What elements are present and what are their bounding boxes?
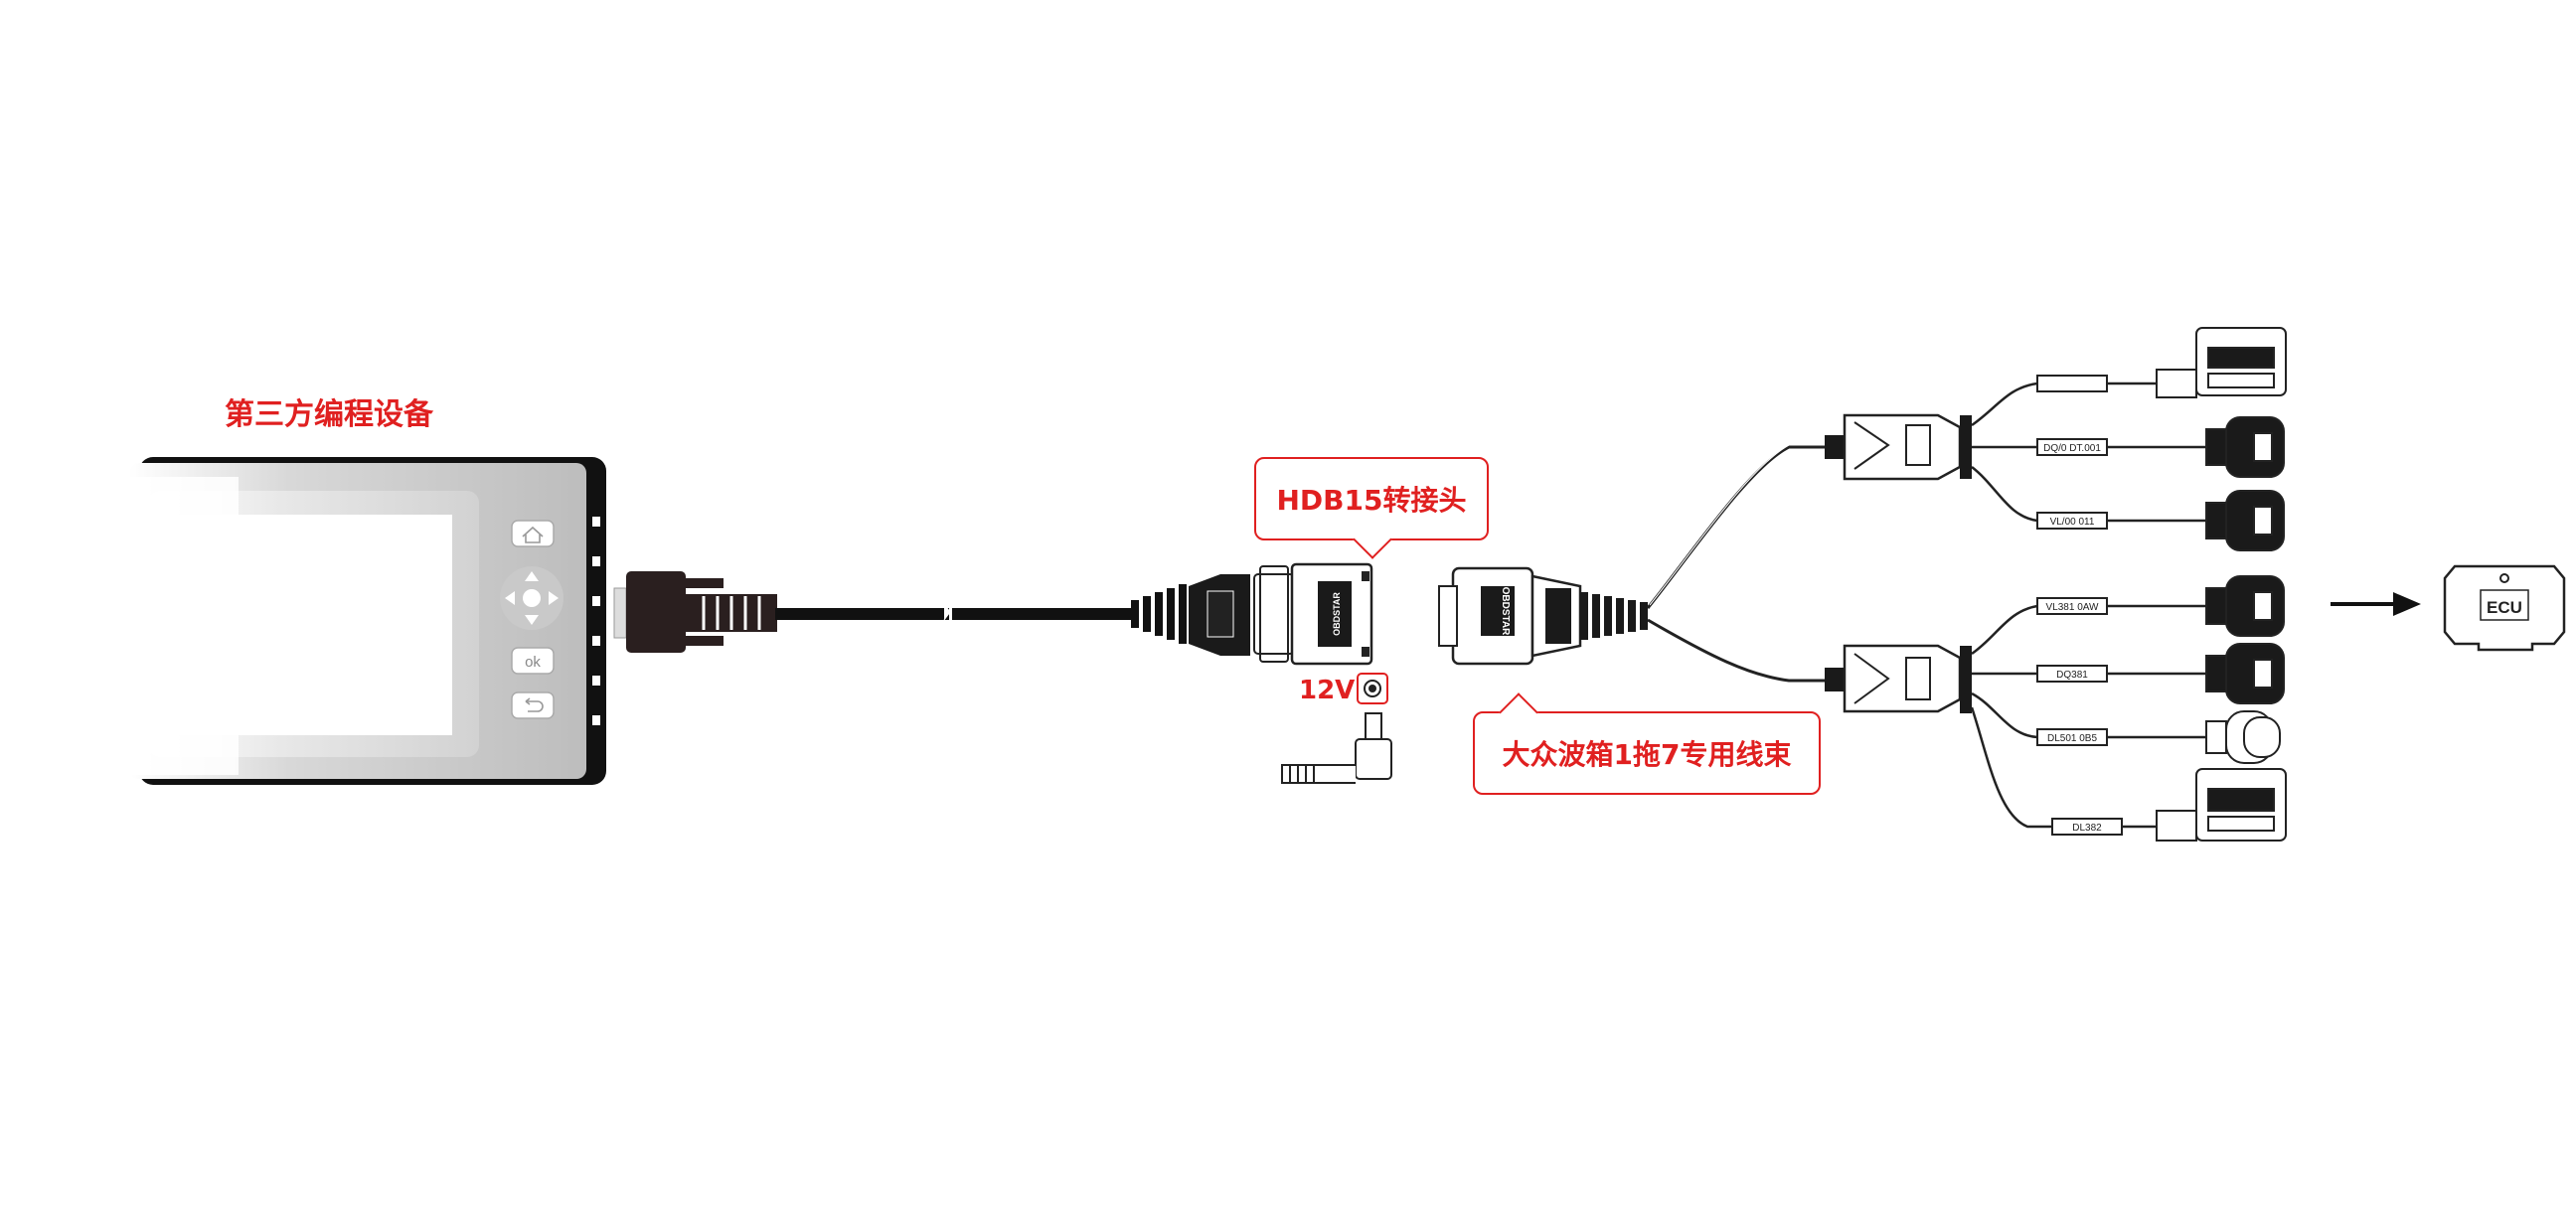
svg-text:DQ/0 DT.001: DQ/0 DT.001 bbox=[2043, 443, 2101, 454]
adapter-brand: OBDSTAR bbox=[1332, 592, 1342, 636]
back-button[interactable] bbox=[511, 691, 555, 719]
harness-connector: OBDSTAR bbox=[1438, 566, 1648, 666]
arrow-icon bbox=[2331, 592, 2421, 616]
connector-brand: OBDSTAR bbox=[1500, 587, 1511, 636]
dpad[interactable] bbox=[500, 566, 564, 630]
programming-device: ok bbox=[119, 457, 606, 785]
ecu-icon: ECU bbox=[2443, 564, 2566, 652]
power-plug bbox=[1281, 712, 1392, 784]
harness-cables bbox=[1646, 443, 1829, 683]
upper-splitter bbox=[1825, 413, 1972, 481]
harness-callout: 大众波箱1拖7专用线束 bbox=[1473, 692, 1821, 795]
lower-splitter bbox=[1825, 644, 1972, 713]
adapter-label: HDB15转接头 bbox=[1276, 484, 1467, 517]
svg-text:DQ381: DQ381 bbox=[2056, 670, 2088, 681]
device-label: 第三方编程设备 bbox=[225, 397, 433, 432]
hdb15-adapter: OBDSTAR bbox=[1253, 562, 1392, 784]
device-cable bbox=[613, 571, 1250, 656]
end-connectors bbox=[2156, 327, 2287, 842]
adapter-callout: HDB15转接头 bbox=[1254, 457, 1489, 559]
back-icon bbox=[525, 697, 544, 712]
branch-tags: DQ/0 DT.001 VL/00 011 VL381 0AW DQ381 DL… bbox=[2036, 375, 2123, 836]
svg-text:ok: ok bbox=[525, 654, 541, 671]
svg-text:VL/00 011: VL/00 011 bbox=[2050, 517, 2095, 528]
svg-text:DL382: DL382 bbox=[2072, 823, 2102, 834]
ecu-label: ECU bbox=[2487, 598, 2522, 617]
svg-text:DL501 0B5: DL501 0B5 bbox=[2047, 733, 2097, 744]
harness-label: 大众波箱1拖7专用线束 bbox=[1502, 738, 1792, 771]
power-label: 12V bbox=[1299, 676, 1356, 705]
home-icon bbox=[522, 526, 544, 543]
power-jack bbox=[1357, 673, 1388, 704]
ok-button[interactable]: ok bbox=[511, 647, 555, 675]
home-button[interactable] bbox=[511, 520, 555, 547]
svg-text:VL381 0AW: VL381 0AW bbox=[2046, 602, 2100, 613]
